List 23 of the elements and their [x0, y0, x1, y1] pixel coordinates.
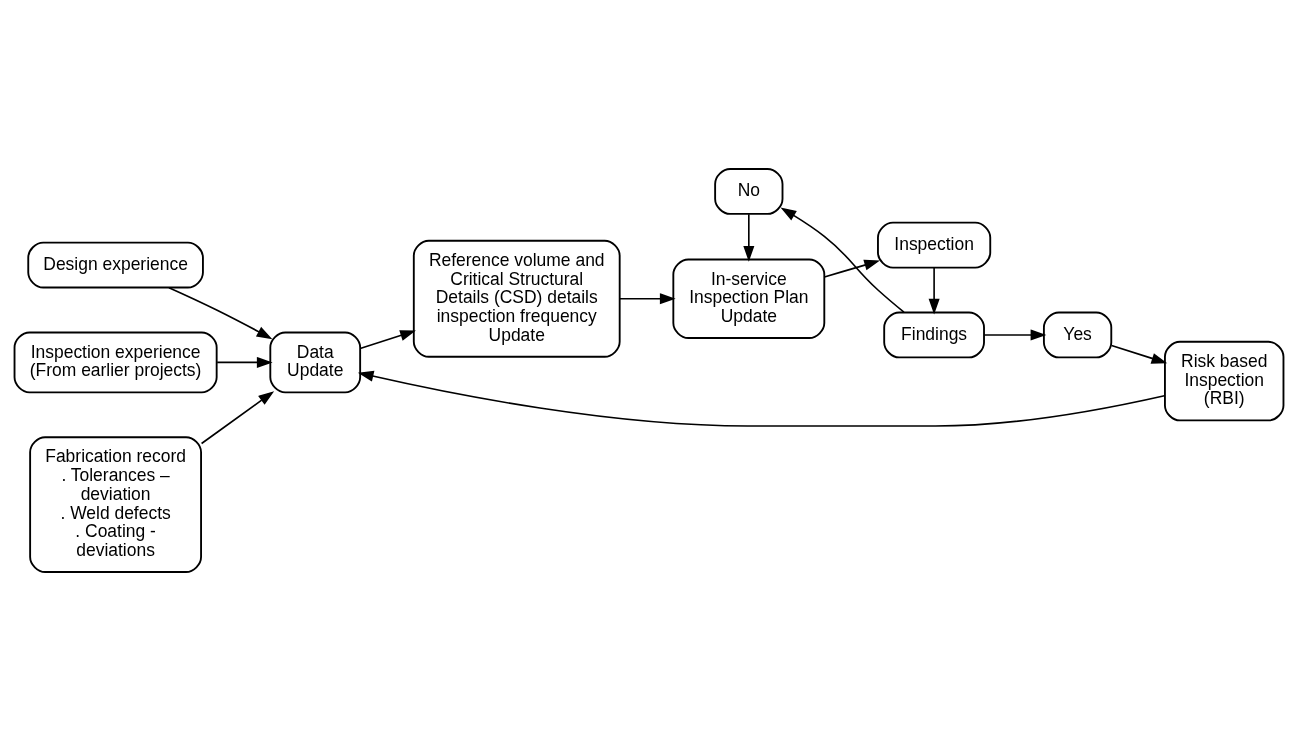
arrow	[618, 292, 676, 304]
arrow	[1110, 344, 1168, 364]
node-box: Fabrication record . Tolerances – deviation . Weld defects . Coating - deviations	[29, 435, 202, 573]
arrow	[928, 266, 940, 315]
node-box: Design experience	[27, 241, 204, 288]
arrow	[983, 328, 1047, 340]
node-box: Reference volume and Critical Structural Details (CSD) details inspection frequency Update	[412, 239, 621, 358]
arrow	[780, 207, 905, 313]
node-box: In-service Inspection Plan Update	[672, 258, 826, 339]
node-box: Data Update	[269, 331, 362, 393]
node-box: Inspection	[877, 221, 992, 268]
node-box: Risk based Inspection (RBI)	[1164, 340, 1285, 421]
arrow	[359, 329, 416, 349]
node-box: No	[714, 167, 784, 215]
node-box: Findings	[883, 311, 985, 358]
node-box: Yes	[1042, 311, 1113, 358]
arrow	[216, 356, 273, 368]
node-box: Inspection experience (From earlier projects)	[13, 331, 218, 393]
arrow	[168, 286, 273, 339]
arrow	[743, 212, 755, 262]
arrow	[823, 259, 880, 278]
arrow	[357, 370, 1166, 427]
arrow	[200, 390, 275, 444]
